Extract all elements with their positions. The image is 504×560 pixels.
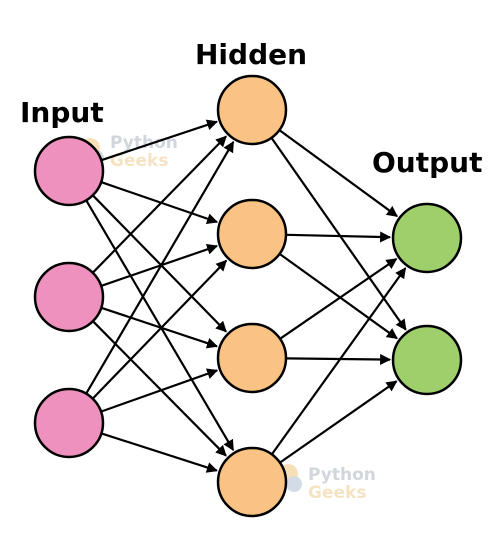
connection-arrow-input-2-to-hidden-3	[100, 306, 218, 349]
connections	[85, 119, 407, 473]
connection-arrow-input-2-to-hidden-2	[100, 244, 219, 287]
nodes	[33, 74, 463, 518]
input-node-3	[33, 387, 105, 459]
hidden-layer-label: Hidden	[195, 38, 307, 71]
connection-arrow-input-3-to-hidden-1	[85, 140, 235, 395]
connection-arrow-hidden-2-to-output-1	[285, 231, 392, 243]
connection-arrow-input-3-to-hidden-3	[100, 368, 219, 413]
connection-arrow-input-1-to-hidden-2	[100, 181, 219, 224]
watermark-line1: Python	[308, 465, 376, 485]
connection-arrow-input-3-to-hidden-4	[101, 432, 218, 473]
connection-arrow-hidden-4-to-output-2	[279, 380, 398, 464]
hidden-node-2	[216, 198, 288, 270]
connection-arrow-input-2-to-hidden-1	[92, 135, 227, 274]
connection-arrow-hidden-2-to-output-2	[278, 253, 398, 340]
connection-arrow-hidden-4-to-output-1	[270, 267, 407, 456]
input-node-2	[33, 261, 105, 333]
connection-arrow-input-1-to-hidden-3	[92, 194, 227, 333]
connection-arrow-hidden-1-to-output-1	[278, 129, 398, 218]
connection-arrow-input-3-to-hidden-2	[91, 259, 228, 400]
connection-arrow-input-2-to-hidden-4	[92, 320, 227, 457]
output-node-2	[391, 324, 463, 396]
input-layer-label: Input	[20, 96, 104, 129]
watermark-bottom: Python Geeks	[278, 464, 376, 503]
input-node-1	[33, 135, 105, 207]
connection-arrow-hidden-3-to-output-2	[285, 353, 392, 365]
watermark-line2: Geeks	[308, 483, 366, 503]
hidden-node-4	[216, 446, 288, 518]
watermark-line2: Geeks	[110, 151, 168, 171]
connection-arrow-input-1-to-hidden-4	[85, 199, 235, 452]
watermark-line1: Python	[110, 133, 178, 153]
output-node-1	[391, 202, 463, 274]
output-layer-label: Output	[372, 146, 482, 179]
connection-arrow-hidden-3-to-output-1	[279, 257, 398, 340]
connection-arrow-input-1-to-hidden-1	[100, 119, 218, 162]
hidden-node-1	[216, 74, 288, 146]
hidden-node-3	[216, 322, 288, 394]
